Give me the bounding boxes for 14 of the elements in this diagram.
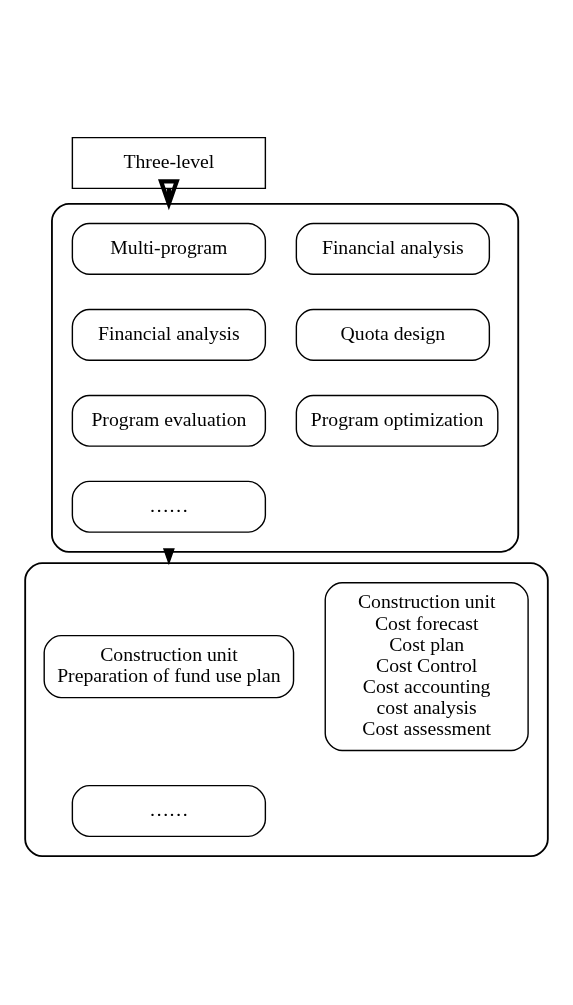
node-box: Financial analysis xyxy=(71,308,267,361)
node-box: Quota design xyxy=(295,308,491,361)
node-box: Program optimization xyxy=(295,394,499,447)
node-box: Three-level xyxy=(71,136,267,190)
node-box: Program evaluation xyxy=(71,394,267,447)
cluster xyxy=(24,562,549,857)
cluster xyxy=(51,202,520,553)
node-box: …… xyxy=(71,784,267,838)
node-box: Construction unit Cost forecast Cost plan Cost Control Cost accounting cost analysis Cost assessment xyxy=(324,582,529,752)
node-box: …… xyxy=(71,480,267,533)
node-box: Financial analysis xyxy=(295,222,491,275)
arrow xyxy=(158,179,180,211)
node-box: Multi-program xyxy=(71,222,267,275)
node-box: Construction unit Preparation of fund use plan xyxy=(43,634,295,699)
